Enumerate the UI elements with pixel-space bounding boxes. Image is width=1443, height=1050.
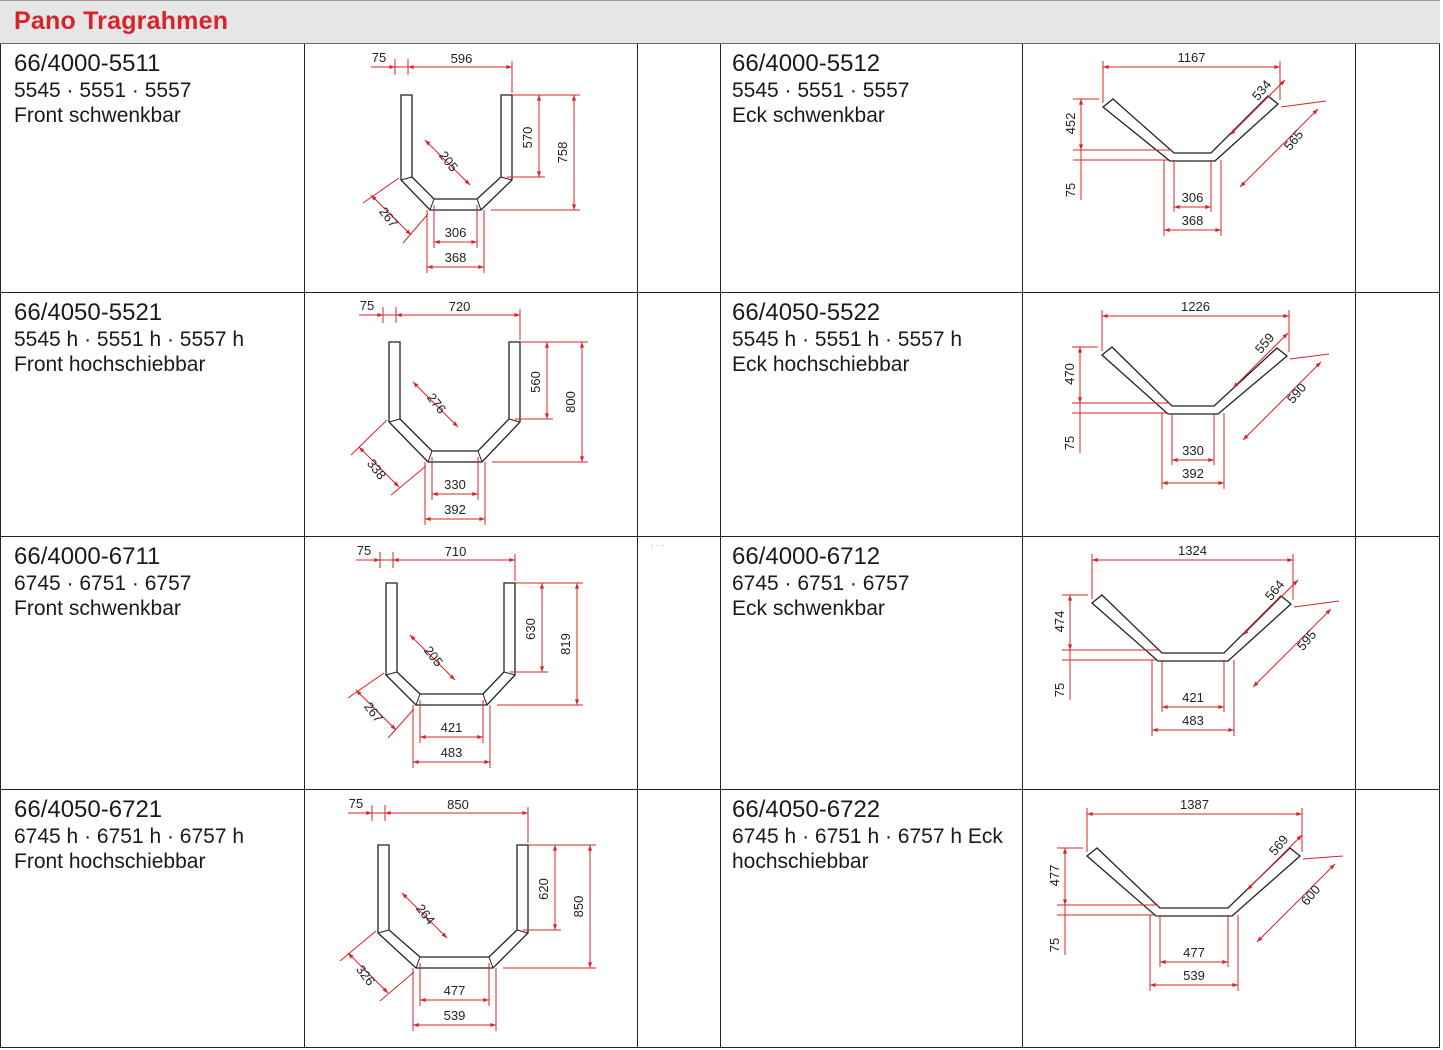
dim-base-inner: 330 — [444, 477, 466, 492]
dim-base-inner: 421 — [1182, 690, 1204, 705]
product-models: 5545 · 5551 · 5557 — [14, 79, 192, 102]
product-description: Eck schwenkbar — [732, 597, 885, 620]
dim-flange: 75 — [357, 543, 371, 558]
dim-top-width: 1226 — [1181, 299, 1210, 314]
dim-height: 474 — [1052, 611, 1067, 633]
dim-inner-height: 630 — [523, 618, 538, 640]
product-models: 5545 h · 5551 h · 5557 h — [14, 328, 245, 351]
dim-outer-diagonal: 600 — [1298, 882, 1323, 908]
dim-flange: 75 — [372, 50, 386, 65]
dim-height: 470 — [1062, 363, 1077, 385]
dim-flange: 75 — [1062, 436, 1077, 450]
product-description: Front schwenkbar — [14, 597, 181, 620]
product-models: 5545 h · 5551 h · 5557 h — [732, 328, 963, 351]
product-code: 66/4050-6722 — [732, 796, 881, 823]
dim-base-outer: 368 — [1182, 213, 1204, 228]
dim-base-outer: 483 — [1182, 713, 1204, 728]
dim-base-outer: 368 — [445, 250, 467, 265]
dim-top-width: 1324 — [1178, 543, 1207, 558]
dim-top-width: 596 — [451, 51, 473, 66]
dim-base-outer: 483 — [441, 745, 463, 760]
page-title: Pano Tragrahmen — [14, 7, 229, 35]
dim-height: 452 — [1063, 113, 1078, 135]
dim-outer-height: 850 — [571, 896, 586, 918]
dim-flange: 75 — [1063, 183, 1078, 197]
stray-mark: · · · — [650, 540, 664, 550]
dim-flange: 75 — [1047, 938, 1062, 952]
dim-top-width: 710 — [445, 544, 467, 559]
dim-base-inner: 306 — [1182, 190, 1204, 205]
page-header: Pano Tragrahmen — [0, 0, 1440, 44]
dim-inner-height: 570 — [520, 127, 535, 149]
product-models: 6745 h · 6751 h · 6757 h — [14, 825, 245, 848]
product-models: 6745 h · 6751 h · 6757 h Eck — [732, 825, 1003, 848]
dim-base-inner: 477 — [444, 983, 466, 998]
product-models: 6745 · 6751 · 6757 — [14, 572, 192, 595]
dim-outer-height: 819 — [558, 633, 573, 655]
product-models: 5545 · 5551 · 5557 — [732, 79, 910, 102]
dim-base-outer: 539 — [1183, 968, 1205, 983]
dim-inner-height: 560 — [528, 371, 543, 393]
product-code: 66/4050-6721 — [14, 796, 163, 823]
dim-base-outer: 539 — [444, 1008, 466, 1023]
dim-top-width: 1387 — [1180, 797, 1209, 812]
dim-base-inner: 306 — [445, 225, 467, 240]
product-models: 6745 · 6751 · 6757 — [732, 572, 910, 595]
product-description: Front hochschiebbar — [14, 850, 206, 873]
product-code: 66/4050-5522 — [732, 299, 881, 326]
dim-outer-height: 800 — [563, 391, 578, 413]
dim-top-width: 720 — [449, 299, 471, 314]
dim-height: 477 — [1047, 865, 1062, 887]
product-description: Front schwenkbar — [14, 104, 181, 127]
dim-flange: 75 — [1052, 683, 1067, 697]
product-description: Eck schwenkbar — [732, 104, 885, 127]
dim-base-outer: 392 — [444, 502, 466, 517]
dim-base-inner: 330 — [1182, 443, 1204, 458]
dim-base-inner: 477 — [1183, 945, 1205, 960]
dim-flange: 75 — [360, 298, 374, 313]
dim-base-outer: 392 — [1182, 466, 1204, 481]
product-description: Front hochschiebbar — [14, 353, 206, 376]
product-description: Eck hochschiebbar — [732, 353, 910, 376]
dim-base-inner: 421 — [441, 720, 463, 735]
product-code: 66/4000-5511 — [14, 50, 161, 77]
product-code: 66/4000-6711 — [14, 543, 161, 570]
dim-inner-height: 620 — [536, 878, 551, 900]
product-description: hochschiebbar — [732, 850, 869, 873]
dim-outer-height: 758 — [555, 142, 570, 164]
product-code: 66/4050-5521 — [14, 299, 163, 326]
product-code: 66/4000-6712 — [732, 543, 881, 570]
dim-top-width: 850 — [447, 797, 469, 812]
dim-top-width: 1167 — [1178, 50, 1206, 65]
dim-flange: 75 — [349, 796, 363, 811]
product-code: 66/4000-5512 — [732, 50, 881, 77]
